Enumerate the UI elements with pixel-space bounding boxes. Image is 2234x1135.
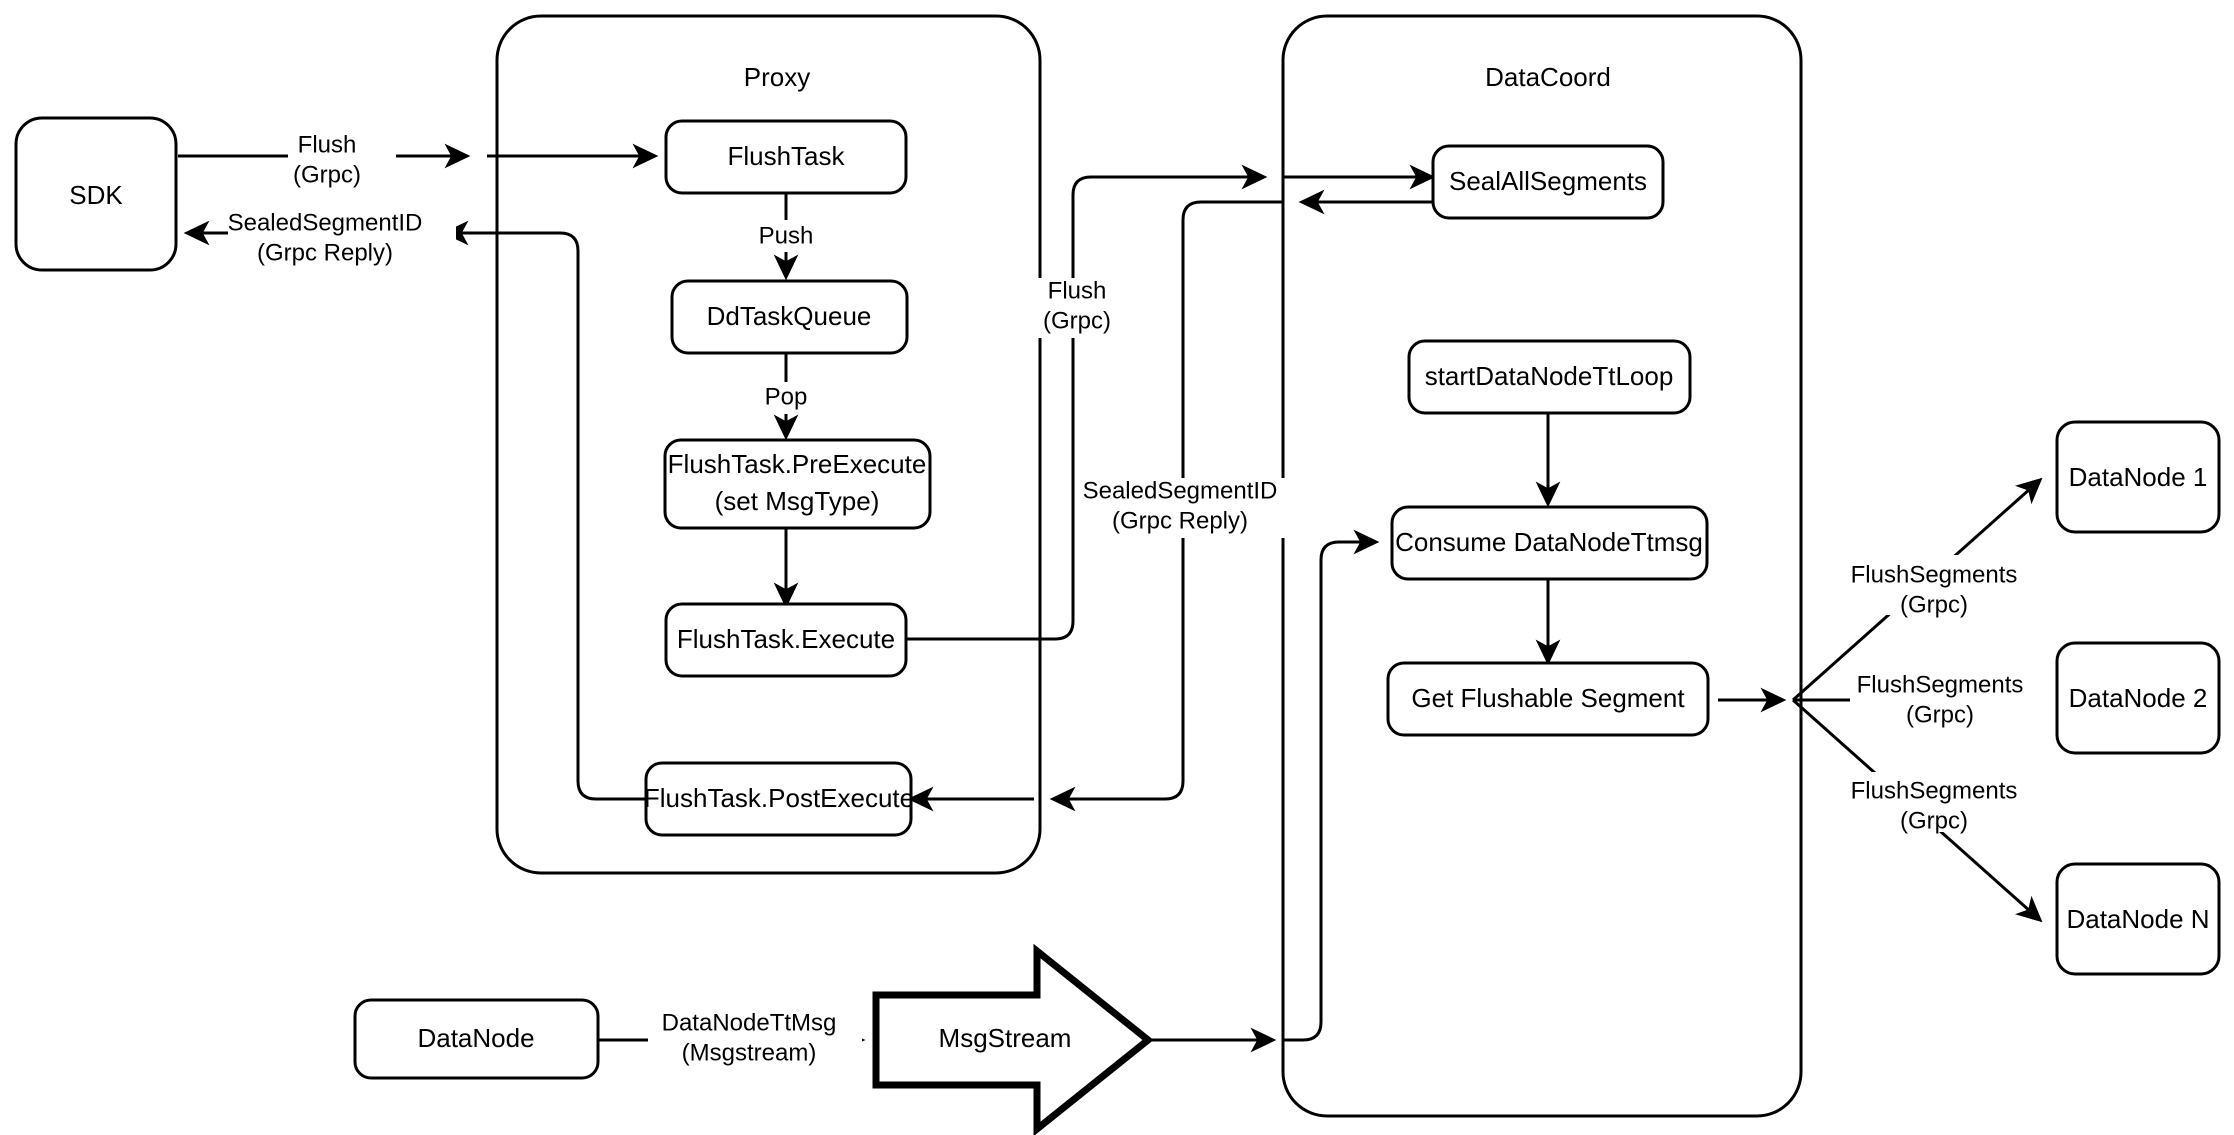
label-flushsegments-2: FlushSegments (Grpc) [1850,666,2050,728]
sealallsegments-box[interactable] [1431,144,1665,220]
preexecute-label-line2: (set MsgType) [715,486,880,516]
sdk-reply-line2: (Grpc Reply) [257,239,393,266]
datanode-2-box[interactable] [2055,641,2221,755]
ddtaskqueue-label: DdTaskQueue [707,301,872,331]
get-flushable-segment-box[interactable] [1386,661,1710,737]
msgstream-label: MsgStream [939,1023,1072,1053]
proxy-reply-line1: SealedSegmentID [1083,477,1278,504]
edge-postexecute-to-reply [442,220,645,801]
edge-inside-datacoord-to-consume [1283,529,1380,1042]
flushsegments-2-line2: (Grpc) [1906,701,1974,728]
flushsegments-1-line1: FlushSegments [1851,561,2018,588]
datanode-producer-box[interactable] [353,998,600,1080]
label-sdk-reply: SealedSegmentID (Grpc Reply) [228,209,456,270]
label-pop: Pop [748,382,824,414]
node-get-flushable-segment[interactable]: Get Flushable Segment [1386,661,1710,737]
flushtask-box[interactable] [664,119,908,195]
label-flushsegments-1: FlushSegments (Grpc) [1843,555,2043,618]
label-proxy-flush: Flush (Grpc) [1028,277,1124,338]
label-proxy-reply: SealedSegmentID (Grpc Reply) [1078,477,1306,538]
flushsegments-1-line2: (Grpc) [1900,591,1968,618]
execute-label: FlushTask.Execute [677,624,895,654]
label-sdk-flush: Flush (Grpc) [288,131,396,192]
node-startdatanodettloop[interactable]: startDataNodeTtLoop [1407,339,1692,415]
push-label: Push [759,222,814,249]
edge-execute-to-sealallsegments [906,164,1268,641]
datanode-n-box[interactable] [2055,862,2221,976]
node-sealallsegments[interactable]: SealAllSegments [1431,144,1665,220]
label-datanode-ttmsg: DataNodeTtMsg (Msgstream) [648,1009,862,1070]
proxy-container-box [495,14,1042,875]
sdk-label: SDK [69,180,123,210]
preexecute-label-line1: FlushTask.PreExecute [668,449,927,479]
proxy-reply-line2: (Grpc Reply) [1112,507,1248,534]
execute-box[interactable] [664,602,908,678]
label-flushsegments-n: FlushSegments (Grpc) [1843,772,2043,834]
ddtaskqueue-box[interactable] [670,279,909,355]
node-sdk[interactable]: SDK [14,116,178,272]
node-datanode-2[interactable]: DataNode 2 [2055,641,2221,755]
pop-label: Pop [765,383,808,410]
sdk-reply-line1: SealedSegmentID [228,209,423,236]
proxy-flush-line2: (Grpc) [1043,307,1111,334]
datanode-producer-label: DataNode [417,1023,534,1053]
container-datacoord: DataCoord [1281,14,1803,1118]
node-postexecute[interactable]: FlushTask.PostExecute [644,761,914,837]
consume-datanodettmsg-label: Consume DataNodeTtmsg [1395,527,1703,557]
node-msgstream[interactable]: MsgStream [872,943,1154,1135]
datanode-1-label: DataNode 1 [2069,462,2208,492]
postexecute-label: FlushTask.PostExecute [644,783,914,813]
datacoord-title: DataCoord [1485,62,1611,92]
proxy-flush-line1: Flush [1048,277,1107,304]
sealallsegments-label: SealAllSegments [1449,166,1647,196]
preexecute-box[interactable] [663,438,932,530]
node-preexecute[interactable]: FlushTask.PreExecute (set MsgType) [663,438,932,530]
flushtask-label: FlushTask [727,141,845,171]
label-push: Push [742,220,830,252]
node-datanode-1[interactable]: DataNode 1 [2055,420,2221,534]
consume-datanodettmsg-box[interactable] [1390,505,1709,581]
startdatanodettloop-box[interactable] [1407,339,1692,415]
container-proxy: Proxy [495,14,1042,875]
flushsegments-2-line1: FlushSegments [1857,671,2024,698]
flushsegments-n-line2: (Grpc) [1900,807,1968,834]
node-execute[interactable]: FlushTask.Execute [664,602,908,678]
sdk-flush-line1: Flush [298,131,357,158]
get-flushable-segment-label: Get Flushable Segment [1411,683,1685,713]
node-consume-datanodettmsg[interactable]: Consume DataNodeTtmsg [1390,505,1709,581]
sdk-box[interactable] [14,116,178,272]
postexecute-box[interactable] [644,761,913,837]
msgstream-arrow-shape[interactable] [872,943,1154,1135]
node-ddtaskqueue[interactable]: DdTaskQueue [670,279,909,355]
node-datanode-producer[interactable]: DataNode [353,998,600,1080]
node-flushtask[interactable]: FlushTask [664,119,908,195]
node-datanode-n[interactable]: DataNode N [2055,862,2221,976]
sdk-flush-line2: (Grpc) [293,161,361,188]
datanode-2-label: DataNode 2 [2069,683,2208,713]
proxy-title: Proxy [744,62,810,92]
datanode-1-box[interactable] [2055,420,2221,534]
flushsegments-n-line1: FlushSegments [1851,777,2018,804]
datacoord-container-box [1281,14,1803,1118]
ttmsg-line2: (Msgstream) [682,1039,817,1066]
startdatanodettloop-label: startDataNodeTtLoop [1425,361,1674,391]
ttmsg-line1: DataNodeTtMsg [662,1009,837,1036]
datanode-n-label: DataNode N [2066,904,2209,934]
